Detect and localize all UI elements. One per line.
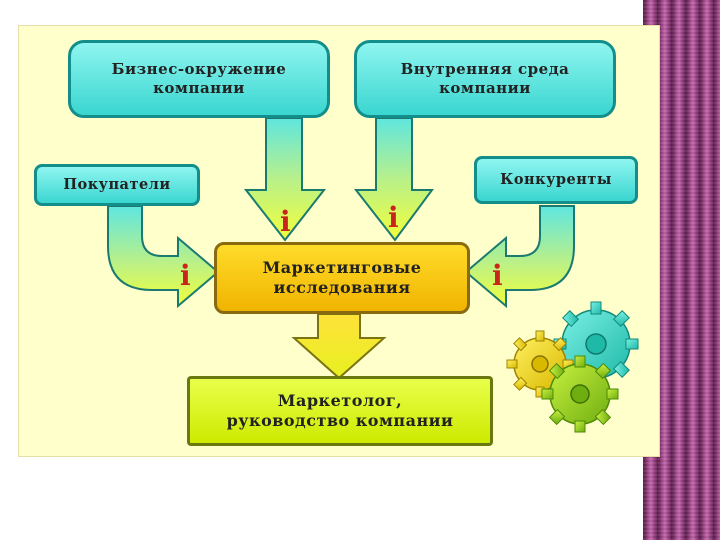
info-marker-competitors: i bbox=[492, 259, 503, 292]
box-marketing-research: Маркетинговые исследования bbox=[214, 242, 470, 314]
gear-green-icon bbox=[541, 355, 619, 433]
arrow-research-to-output bbox=[291, 313, 387, 380]
box-output-label: Маркетолог, руководство компании bbox=[226, 391, 454, 430]
box-business-environment-label: Бизнес-окружение компании bbox=[111, 60, 287, 97]
box-marketing-research-label: Маркетинговые исследования bbox=[262, 258, 422, 297]
box-internal-environment: Внутренняя среда компании bbox=[354, 40, 616, 118]
box-business-environment: Бизнес-окружение компании bbox=[68, 40, 330, 118]
arrow-business-to-research bbox=[243, 117, 327, 242]
box-competitors: Конкуренты bbox=[474, 156, 638, 204]
arrow-buyers-to-research bbox=[107, 205, 220, 309]
box-output: Маркетолог, руководство компании bbox=[187, 376, 493, 446]
box-buyers-label: Покупатели bbox=[63, 175, 171, 193]
info-marker-buyers: i bbox=[180, 259, 191, 292]
info-marker-business: i bbox=[280, 205, 291, 238]
box-buyers: Покупатели bbox=[34, 164, 200, 206]
info-marker-internal: i bbox=[388, 201, 399, 234]
box-internal-environment-label: Внутренняя среда компании bbox=[400, 60, 570, 97]
arrow-competitors-to-research bbox=[464, 205, 575, 309]
arrow-internal-to-research bbox=[353, 117, 434, 242]
box-competitors-label: Конкуренты bbox=[500, 170, 612, 188]
gears-icon bbox=[506, 301, 639, 433]
